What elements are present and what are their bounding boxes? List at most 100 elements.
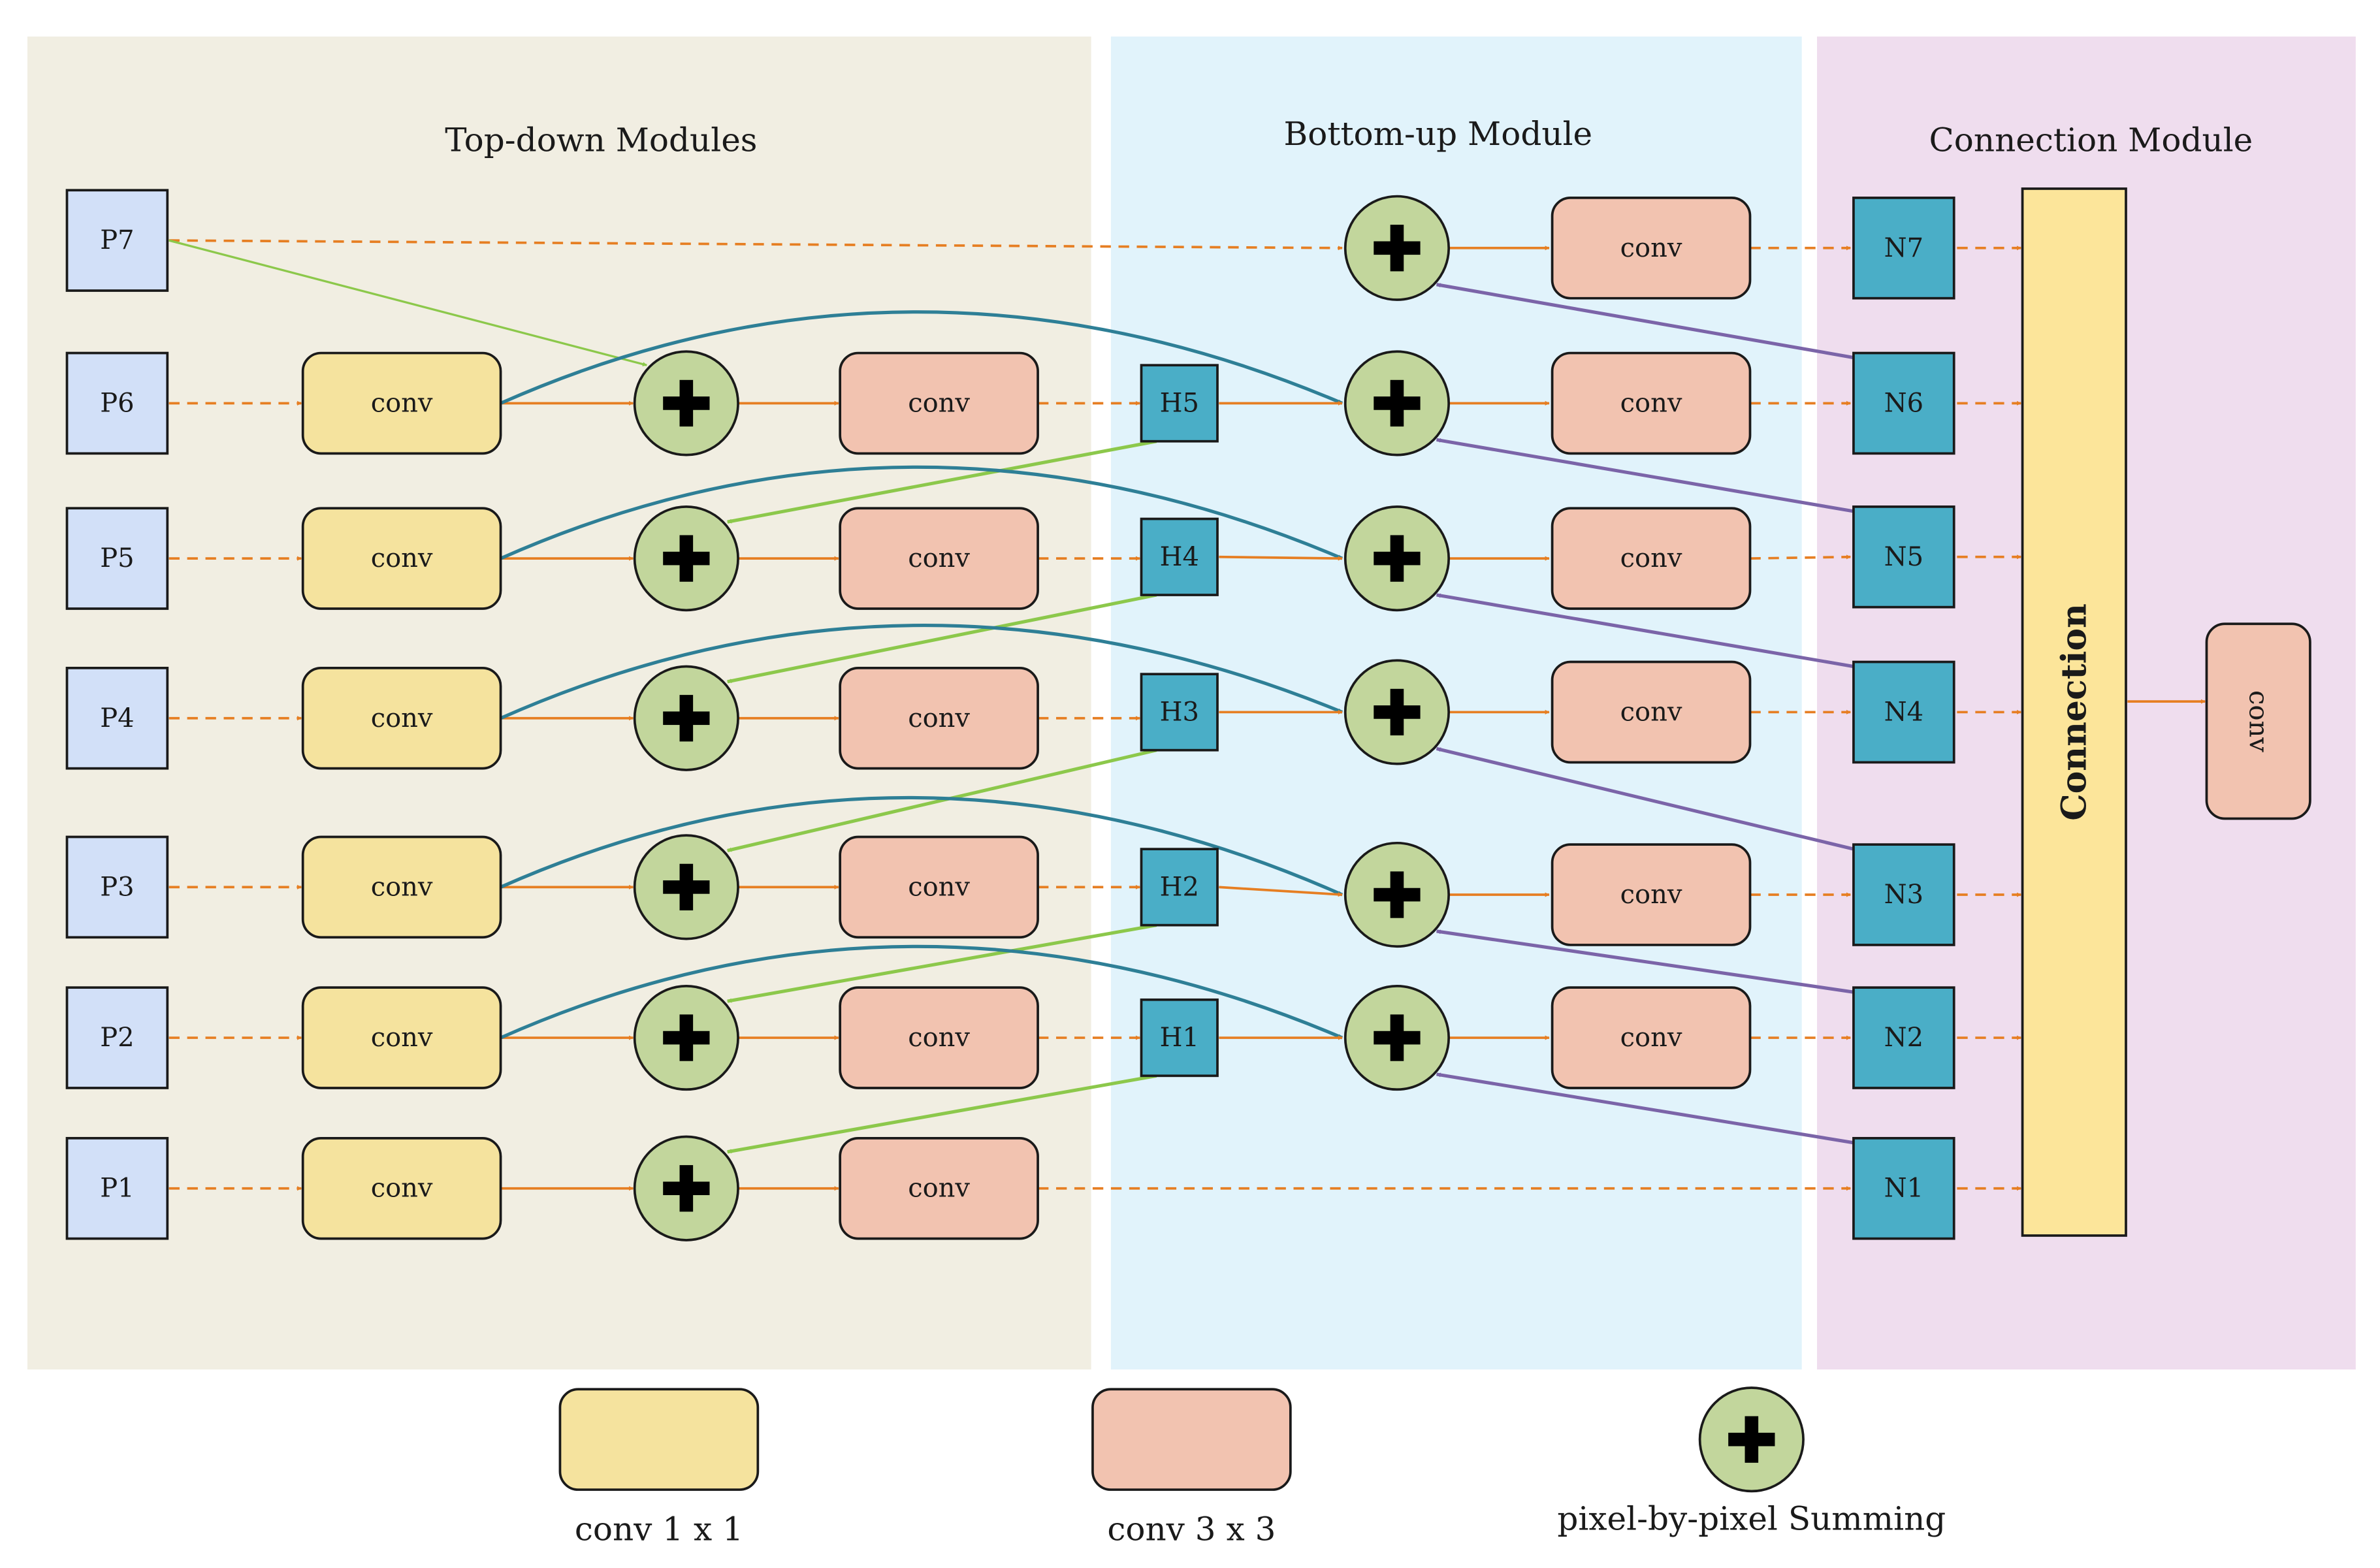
td-conv3x3: conv — [839, 986, 1039, 1089]
bu-conv3x3-label: conv — [1620, 388, 1682, 418]
td-conv3x3-shape — [839, 835, 1039, 939]
h-node-h4: H4 — [1140, 517, 1219, 596]
edge-h-to-sum-green — [727, 1074, 1157, 1154]
p-node-p5-label: P5 — [100, 543, 134, 573]
bu-conv3x3-label: conv — [1620, 697, 1682, 727]
plus-icon — [679, 379, 694, 427]
edge-conv-to-bu-sum-teal — [500, 944, 1343, 1040]
bu-sum — [1343, 195, 1451, 301]
p-node-p1-shape — [65, 1136, 169, 1240]
td-conv3x3-label: conv — [908, 1174, 970, 1204]
edge-conv-to-bu-sum-teal — [500, 795, 1343, 897]
td-conv1x1: conv — [301, 351, 502, 455]
td-conv1x1-shape — [301, 667, 502, 770]
p-node-p2-label: P2 — [100, 1023, 134, 1053]
n-node-n5-shape — [1852, 505, 1955, 609]
p-node-p7: P7 — [65, 189, 169, 292]
plus-icon — [1745, 1416, 1759, 1463]
td-sum — [633, 665, 739, 771]
edge-h-to-bu-sum — [1219, 886, 1343, 897]
n-node-n7: N7 — [1852, 197, 1955, 300]
bu-conv3x3-label: conv — [1620, 233, 1682, 263]
n-node-n7-shape — [1852, 197, 1955, 300]
td-conv1x1-label: conv — [371, 388, 433, 418]
p-node-p4-shape — [65, 667, 169, 770]
n-node-n6-label: N6 — [1884, 388, 1923, 418]
bu-sum — [1343, 350, 1451, 456]
n-node-n2: N2 — [1852, 986, 1955, 1089]
plus-icon — [679, 535, 694, 582]
td-conv1x1: conv — [301, 986, 502, 1089]
legend-conv1 — [558, 1388, 760, 1491]
n-node-n3-label: N3 — [1884, 880, 1923, 910]
p-node-p1-label: P1 — [100, 1174, 134, 1204]
n-node-n6: N6 — [1852, 351, 1955, 455]
edge-h-to-sum-green — [727, 593, 1157, 684]
n-node-n2-shape — [1852, 986, 1955, 1089]
p-node-p4: P4 — [65, 667, 169, 770]
h-node-h3-label: H3 — [1160, 697, 1199, 727]
edge-h-to-sum-green — [727, 440, 1157, 524]
plus-icon — [1390, 871, 1404, 918]
p-node-p3: P3 — [65, 835, 169, 939]
bu-conv3x3: conv — [1551, 197, 1752, 300]
edge-h-to-sum-green — [727, 923, 1157, 1003]
p-node-p2: P2 — [65, 986, 169, 1089]
edge-n-to-bu-sum-purple — [1436, 1072, 1854, 1145]
bu-conv3x3-label: conv — [1620, 1023, 1682, 1053]
bu-conv3x3-shape — [1551, 843, 1752, 946]
h-node-h1-label: H1 — [1160, 1023, 1199, 1053]
td-conv3x3-label: conv — [908, 872, 970, 902]
n-node-n3: N3 — [1852, 843, 1955, 946]
h-node-h2-shape — [1140, 848, 1219, 927]
legend-sum — [1698, 1386, 1805, 1493]
td-conv3x3: conv — [839, 507, 1039, 610]
td-sum — [633, 350, 739, 456]
td-conv1x1-shape — [301, 351, 502, 455]
td-conv1x1-label: conv — [371, 1174, 433, 1204]
td-conv1x1-shape — [301, 1136, 502, 1240]
legend-conv3 — [1091, 1388, 1292, 1491]
edge-conv-to-bu-sum-teal — [500, 624, 1343, 720]
connection-bar-label: Connection — [2054, 603, 2094, 821]
legend-label-conv3: conv 3 x 3 — [1107, 1511, 1276, 1548]
td-sum — [633, 984, 739, 1091]
td-conv1x1-shape — [301, 986, 502, 1089]
td-sum — [633, 1135, 739, 1241]
edge-h-to-bu-sum — [1219, 555, 1343, 561]
edge-n-to-bu-sum-purple — [1436, 593, 1854, 669]
td-conv1x1: conv — [301, 667, 502, 770]
bu-conv3x3-shape — [1551, 507, 1752, 610]
output-conv-label: conv — [2243, 690, 2274, 752]
bu-conv3x3-shape — [1551, 197, 1752, 300]
td-sum — [633, 834, 739, 940]
h-node-h3: H3 — [1140, 673, 1219, 752]
bu-sum — [1343, 505, 1451, 612]
p-node-p5-shape — [65, 507, 169, 610]
bu-conv3x3: conv — [1551, 843, 1752, 946]
bu-conv3x3-shape — [1551, 351, 1752, 455]
plus-icon — [679, 1165, 694, 1212]
bu-conv3x3-label: conv — [1620, 543, 1682, 573]
edge-n-to-bu-sum-purple — [1436, 283, 1854, 360]
p-node-p3-label: P3 — [100, 872, 134, 902]
panel-title-top-down: Top-down Modules — [445, 121, 757, 159]
td-conv1x1-label: conv — [371, 703, 433, 733]
n-node-n4: N4 — [1852, 660, 1955, 764]
td-conv1x1-label: conv — [371, 1023, 433, 1053]
arrows — [169, 239, 2206, 1191]
edge-p7-to-sum-green — [169, 239, 647, 366]
td-conv3x3-label: conv — [908, 703, 970, 733]
h-node-h5: H5 — [1140, 364, 1219, 443]
h-node-h4-shape — [1140, 517, 1219, 596]
h-node-h3-shape — [1140, 673, 1219, 752]
td-conv3x3: conv — [839, 667, 1039, 770]
n-node-n5: N5 — [1852, 505, 1955, 609]
n-node-n7-label: N7 — [1884, 233, 1923, 263]
panel-title-connection: Connection Module — [1929, 121, 2253, 159]
edge-n-to-bu-sum-purple — [1436, 929, 1854, 994]
output-conv: conv — [2205, 622, 2311, 820]
